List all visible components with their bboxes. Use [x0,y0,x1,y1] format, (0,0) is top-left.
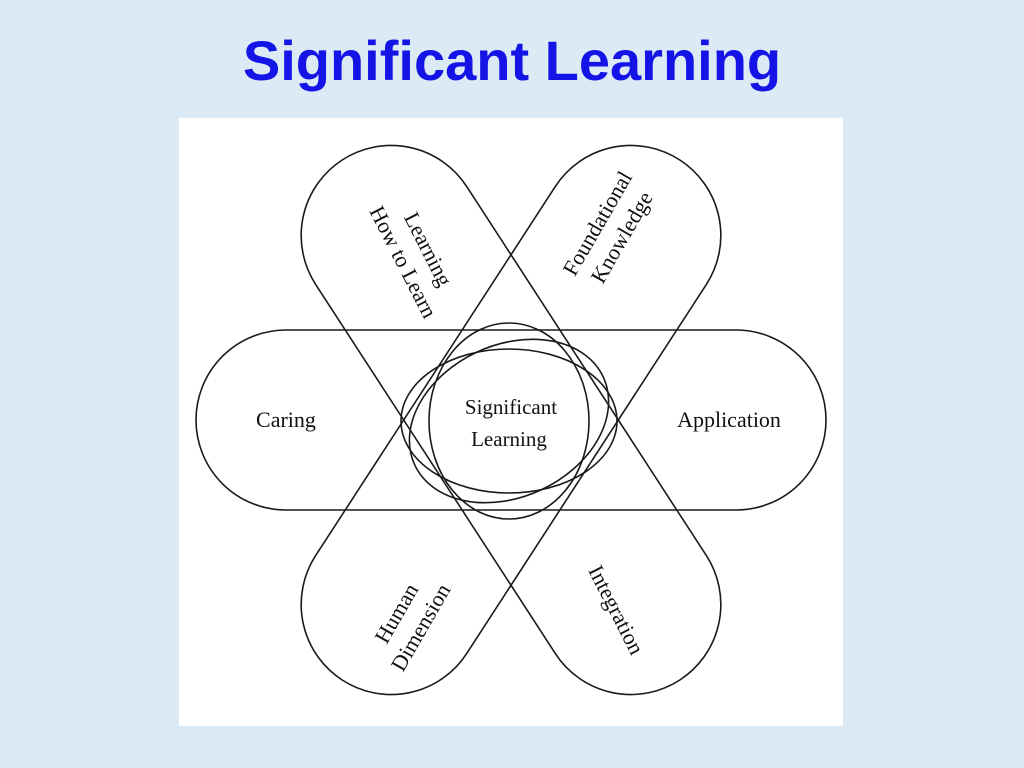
core-ellipse-tilted [408,338,610,504]
center-label-line2: Learning [471,427,547,451]
core-ellipse-vertical [428,322,590,520]
core-ellipse-horizontal [400,348,618,494]
integration-label: Integration [583,561,649,658]
center-label-line1: Significant [465,395,557,419]
slide-title: Significant Learning [242,29,782,92]
human-dimension-label: Human Dimension [369,579,455,675]
foundational-knowledge-label: Foundational Knowledge [557,167,657,288]
learning-how-to-learn-label: Learning How to Learn [365,202,458,322]
application-label: Application [677,407,781,432]
diagram-canvas: Significant Learning Learning How to Lea… [195,144,827,696]
integration-label-group: Integration [583,561,649,658]
horizontal-petal [195,329,827,511]
caring-label: Caring [256,407,316,432]
diagonal-petal-right [300,144,722,696]
significant-learning-diagram: Significant Learning Learning How to Lea… [179,118,843,726]
